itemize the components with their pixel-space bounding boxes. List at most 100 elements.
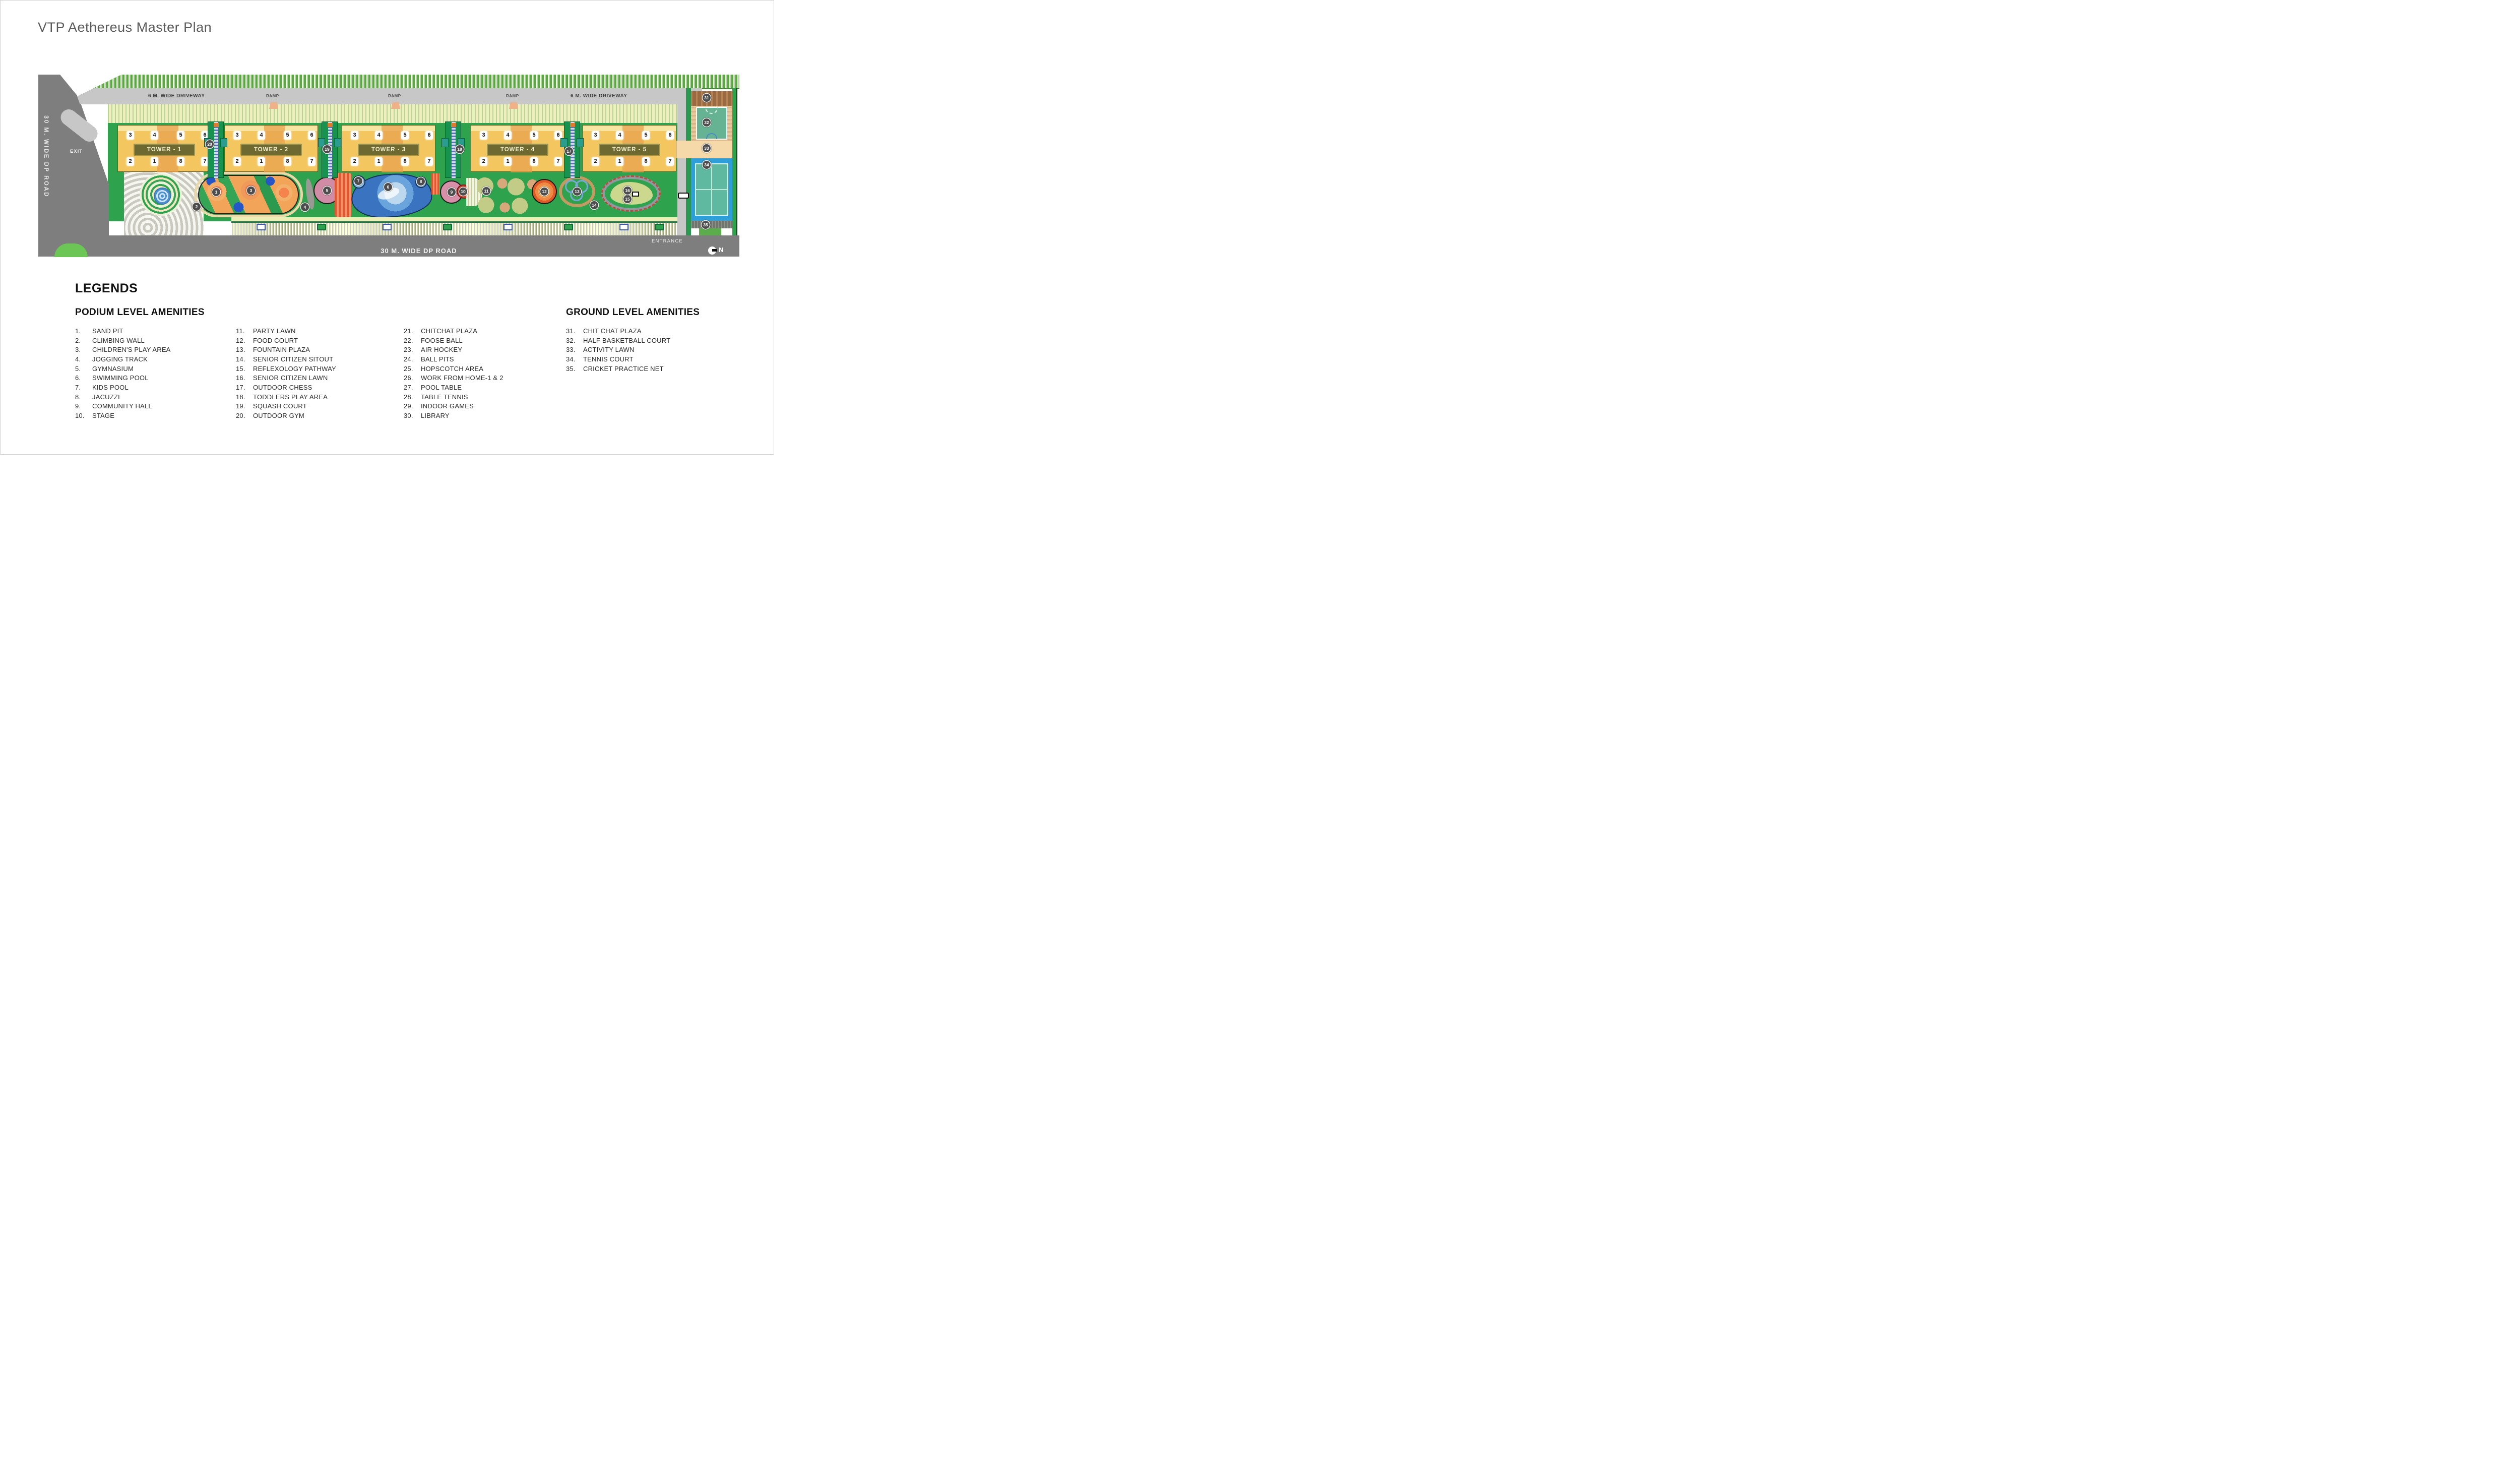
tower-label-4: TOWER - 4: [487, 144, 548, 156]
legend-item: 28.TABLE TENNIS: [404, 393, 468, 401]
parking-bay-block: [503, 224, 513, 230]
unit-number: 7: [666, 157, 674, 166]
unit-number: 2: [480, 157, 487, 166]
legend-item: 2.CLIMBING WALL: [75, 336, 145, 344]
unit-number: 8: [177, 157, 184, 166]
driveway-label-left: 6 M. WIDE DRIVEWAY: [148, 93, 205, 99]
unit-number: 5: [401, 131, 409, 140]
unit-number: 8: [401, 157, 409, 166]
north-compass-needle: [712, 249, 717, 252]
legend-item: 1.SAND PIT: [75, 327, 123, 335]
unit-number: 8: [530, 157, 538, 166]
unit-number: 1: [258, 157, 265, 166]
tower-label-1: TOWER - 1: [134, 144, 195, 156]
unit-number: 1: [151, 157, 158, 166]
legend-item: 18.TODDLERS PLAY AREA: [236, 393, 328, 401]
legend-item: 34.TENNIS COURT: [566, 355, 634, 363]
amenity-marker-17: 17: [565, 147, 573, 155]
podium-amenities-heading: PODIUM LEVEL AMENITIES: [75, 307, 205, 318]
amenity-marker-4: 4: [301, 203, 309, 211]
unit-number: 4: [504, 131, 512, 140]
entrance-gate: [678, 193, 689, 199]
ramp-2: [391, 102, 400, 109]
amenity-marker-20: 20: [206, 140, 214, 148]
parking-bay-block: [564, 224, 573, 230]
cricket-practice-net: [691, 221, 732, 228]
tower-core-1: [204, 121, 227, 178]
unit-number: 8: [642, 157, 650, 166]
exit-label: EXIT: [70, 149, 83, 154]
amenity-marker-11: 11: [482, 187, 490, 195]
top-driveway: [77, 88, 702, 104]
ramp-1: [269, 102, 278, 109]
legend-item: 22.FOOSE BALL: [404, 336, 463, 344]
legend-item: 23.AIR HOCKEY: [404, 346, 463, 354]
ramp-label-3: RAMP: [506, 94, 519, 98]
legend-item: 9.COMMUNITY HALL: [75, 402, 152, 410]
legend-item: 21.CHITCHAT PLAZA: [404, 327, 478, 335]
tower-label-3: TOWER - 3: [358, 144, 419, 156]
party-lawn-cluster: [477, 174, 540, 216]
right-green-strip: [686, 88, 691, 235]
unit-number: 5: [530, 131, 538, 140]
parking-bay-block: [317, 224, 326, 230]
legend-item: 12.FOOD COURT: [236, 336, 298, 344]
page-title: VTP Aethereus Master Plan: [38, 20, 212, 35]
reflexology-dashes: [601, 175, 661, 212]
unit-number: 3: [351, 131, 358, 140]
parking-bay-block: [443, 224, 452, 230]
jogging-track-ring: [194, 172, 303, 217]
legend-item: 7.KIDS POOL: [75, 383, 129, 391]
unit-number: 5: [177, 131, 184, 140]
activity-lawn: [667, 141, 732, 158]
unit-number: 7: [554, 157, 562, 166]
page-canvas: VTP Aethereus Master Plan 6 M. WIDE DRIV…: [0, 0, 774, 455]
unit-number: 3: [127, 131, 134, 140]
legend-item: 14.SENIOR CITIZEN SITOUT: [236, 355, 334, 363]
legend-item: 27.POOL TABLE: [404, 383, 462, 391]
legend-item: 8.JACUZZI: [75, 393, 120, 401]
amenity-marker-2: 2: [193, 203, 201, 211]
legend-item: 29.INDOOR GAMES: [404, 402, 474, 410]
unit-number: 7: [308, 157, 316, 166]
unit-number: 4: [375, 131, 383, 140]
ramp-label-2: RAMP: [388, 94, 401, 98]
unit-number: 3: [233, 131, 241, 140]
unit-number: 3: [480, 131, 487, 140]
unit-number: 6: [308, 131, 316, 140]
unit-number: 2: [233, 157, 241, 166]
ground-amenities-heading: GROUND LEVEL AMENITIES: [566, 307, 700, 318]
amenity-marker-6: 6: [384, 183, 392, 191]
legend-item: 17.OUTDOOR CHESS: [236, 383, 312, 391]
spiral-garden-center: [154, 188, 171, 205]
north-label: N: [719, 246, 724, 254]
legend-item: 13.FOUNTAIN PLAZA: [236, 346, 310, 354]
legend-item: 16.SENIOR CITIZEN LAWN: [236, 374, 328, 382]
unit-number: 5: [642, 131, 650, 140]
tower-core-3: [442, 121, 465, 178]
ramp-3: [509, 102, 518, 109]
legend-item: 4.JOGGING TRACK: [75, 355, 148, 363]
unit-number: 6: [425, 131, 433, 140]
unit-number: 1: [616, 157, 623, 166]
cricket-net-lawn: [699, 228, 721, 235]
tennis-net-line: [696, 189, 727, 190]
ramp-label-1: RAMP: [266, 94, 279, 98]
parking-bay-block: [383, 224, 392, 230]
amenity-marker-31: 31: [703, 94, 711, 102]
pool-deck-left: [335, 173, 352, 217]
entrance-label: ENTRANCE: [652, 238, 683, 244]
pool-deck-right: [431, 173, 439, 195]
legend-item: 20.OUTDOOR GYM: [236, 412, 304, 420]
unit-number: 7: [425, 157, 433, 166]
senior-citizen-lawn-shape: [610, 182, 653, 205]
unit-number: 6: [554, 131, 562, 140]
